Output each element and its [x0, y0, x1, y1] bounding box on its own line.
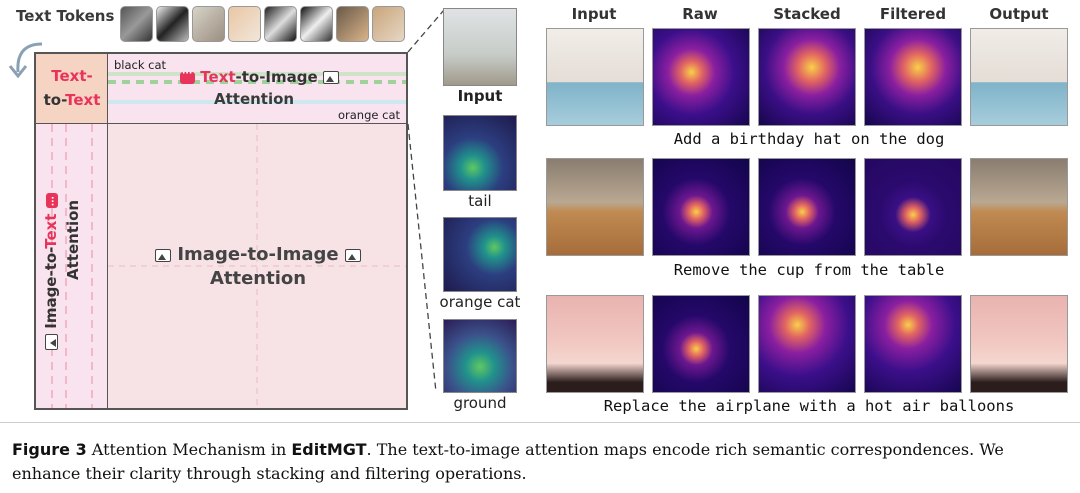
t2t-line1: Text- [51, 67, 93, 85]
t2i-word1: Text [200, 68, 236, 86]
i2t-part1: Image-to- [42, 248, 60, 329]
caption-divider [0, 422, 1080, 423]
stacked-attention-map [758, 158, 856, 256]
text-tokens-label: Text Tokens [16, 7, 115, 25]
raw-attention-map [652, 28, 750, 126]
attention-map-tail [443, 115, 517, 191]
model-name: EditMGT [291, 440, 367, 459]
image-to-text-block [36, 124, 108, 408]
image-icon [45, 334, 58, 350]
column-header: Output [989, 5, 1049, 23]
figure-caption: Figure 3 Attention Mechanism in EditMGT.… [12, 438, 1072, 486]
column-header: Filtered [879, 5, 947, 23]
black-cat-stripe [108, 80, 406, 84]
edit-instruction: Add a birthday hat on the dog [673, 130, 945, 148]
t2t-line2-b: Text [65, 91, 101, 109]
orange-cat-label: orange cat [338, 108, 401, 122]
image-icon [322, 71, 339, 84]
token-thumbnail [336, 6, 369, 42]
raw-attention-map [652, 295, 750, 393]
middle-label: Input [457, 87, 503, 105]
caption-text-a: Attention Mechanism in [91, 440, 287, 459]
text-to-image-subtitle: Attention [214, 90, 295, 108]
image-to-image-gridlines [108, 124, 406, 408]
caption-text-b: . The text-to-image attention maps encod… [12, 440, 1004, 483]
text-token-strip [120, 6, 405, 42]
image-icon [344, 248, 361, 262]
i2t-part2: Text [42, 213, 60, 249]
chat-icon [180, 69, 195, 84]
output-image-balloon [970, 295, 1068, 393]
attention-map-ground [443, 319, 517, 393]
edit-instruction: Replace the airplane with a hot air ball… [603, 397, 1015, 415]
middle-label: orange cat [439, 293, 521, 311]
input-image-dog [546, 28, 644, 126]
curved-arrow-icon [8, 42, 43, 79]
token-thumbnail [300, 6, 333, 42]
filtered-attention-map [864, 158, 962, 256]
t2t-line2-a: to- [43, 91, 66, 109]
middle-label: tail [468, 192, 492, 210]
token-thumbnail [192, 6, 225, 42]
i2i-line1: Image-to-Image [177, 244, 339, 265]
connector-lines [407, 9, 445, 393]
image-icon [155, 248, 172, 262]
text-to-image-title: Text-to-Image [180, 68, 339, 86]
filtered-attention-map [864, 295, 962, 393]
text-to-text-block [36, 54, 108, 124]
column-header: Stacked [773, 5, 841, 23]
text-to-text-label: Text- to-Text [36, 64, 108, 112]
image-to-image-subtitle: Attention [209, 268, 307, 289]
token-thumbnail [228, 6, 261, 42]
black-cat-label: black cat [114, 58, 167, 72]
image-to-image-title: Image-to-Image [110, 244, 406, 265]
figure-number: Figure 3 [12, 440, 87, 459]
stacked-attention-map [758, 295, 856, 393]
i2t-part3: Attention [64, 199, 82, 280]
token-thumbnail [120, 6, 153, 42]
image-to-text-label: Image-to-Text Attention [40, 193, 84, 350]
token-thumbnail [156, 6, 189, 42]
input-image-airplane [546, 295, 644, 393]
orange-cat-stripe [108, 100, 406, 104]
column-header: Raw [682, 5, 718, 23]
output-image-desk [970, 158, 1068, 256]
output-image-dog-hat [970, 28, 1068, 126]
raw-attention-map [652, 158, 750, 256]
attention-map-orange-cat [443, 217, 517, 292]
edit-instruction: Remove the cup from the table [673, 261, 945, 279]
input-image-cats [443, 8, 517, 86]
chat-icon [45, 193, 58, 209]
middle-label: ground [453, 394, 507, 412]
stacked-attention-map [758, 28, 856, 126]
text-to-image-block [108, 54, 406, 124]
t2i-word2: -to-Image [235, 68, 318, 86]
black-cat-stripe [108, 72, 406, 76]
filtered-attention-map [864, 28, 962, 126]
token-thumbnail [372, 6, 405, 42]
image-to-text-dashes [51, 124, 93, 408]
token-thumbnail [264, 6, 297, 42]
input-image-desk [546, 158, 644, 256]
column-header: Input [571, 5, 617, 23]
